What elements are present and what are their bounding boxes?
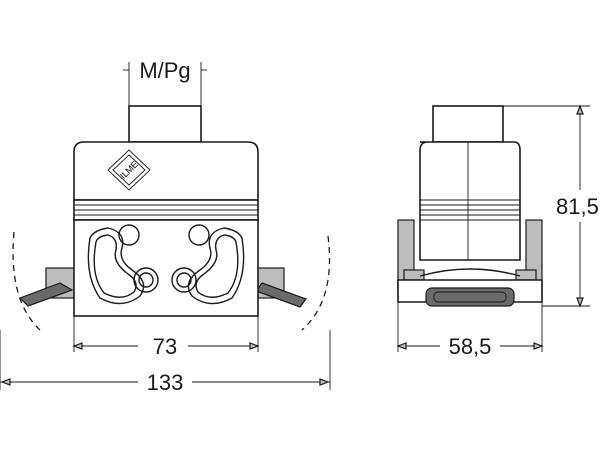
label-front-overall: 133 (147, 370, 184, 395)
left-lever (18, 267, 75, 307)
dim-front-overall: 133 (0, 330, 331, 395)
label-side-width: 58,5 (449, 334, 492, 359)
side-hood (419, 141, 521, 261)
front-view: ILME (0, 58, 331, 395)
dim-side-height: 81,5 (503, 104, 599, 308)
right-lever-arc (301, 235, 331, 331)
right-contact-insert (171, 224, 245, 305)
right-lever (255, 267, 307, 308)
label-cable-entry: M/Pg (139, 58, 190, 83)
label-front-inner: 73 (153, 334, 177, 359)
label-side-height: 81,5 (556, 194, 599, 219)
hood-top (73, 141, 259, 201)
side-ribs (420, 199, 520, 221)
left-contact-insert (87, 224, 159, 305)
housing-base (73, 219, 259, 317)
dim-cable-entry: M/Pg (123, 58, 207, 106)
side-view: 58,5 81,5 (396, 104, 599, 359)
side-lever-handle (425, 287, 515, 307)
dim-front-inner: 73 (72, 316, 260, 359)
cable-gland (128, 105, 202, 143)
side-gland (432, 105, 504, 143)
dim-side-width: 58,5 (396, 302, 544, 359)
hood-ribs (73, 199, 259, 221)
left-lever-arc (12, 231, 41, 331)
